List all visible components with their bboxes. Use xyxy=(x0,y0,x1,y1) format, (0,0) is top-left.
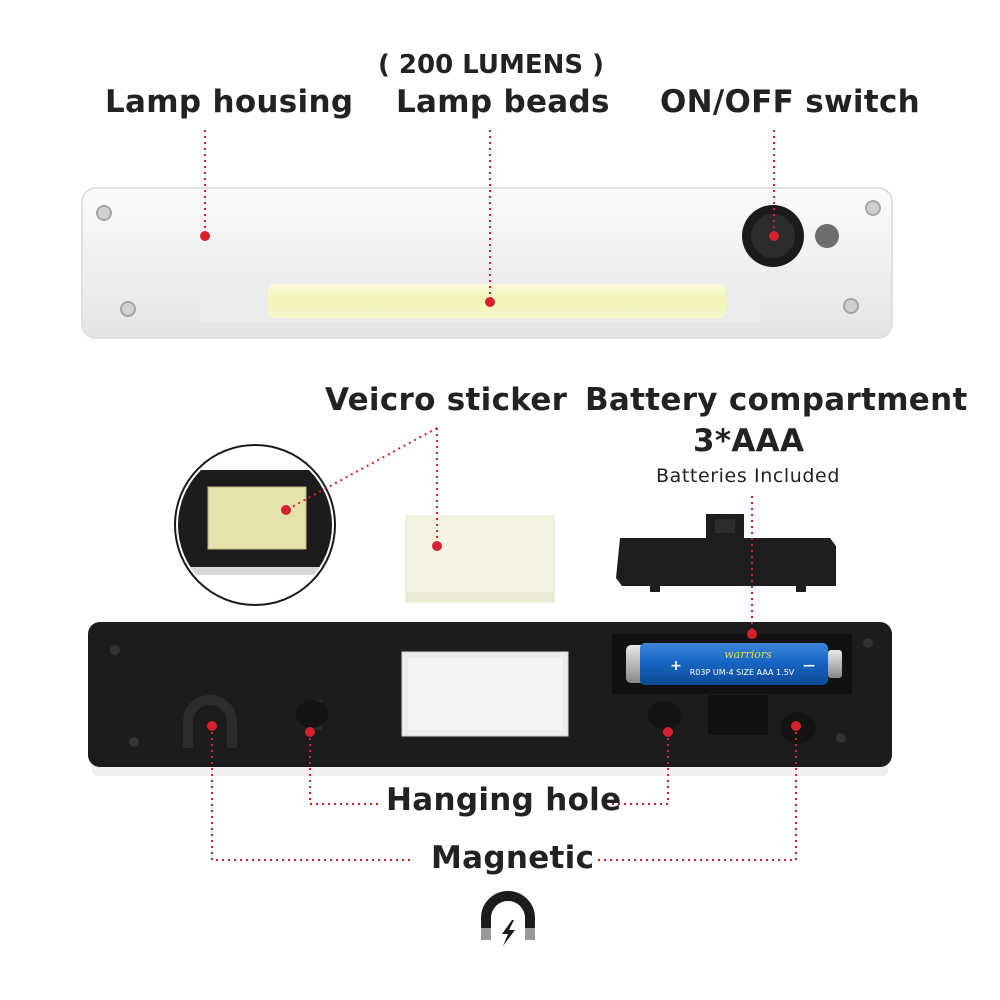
back-panel: warriors R03P UM-4 SIZE AAA 1.5V + — xyxy=(88,622,892,776)
battery-plus: + xyxy=(670,658,682,674)
velcro-zoom-circle xyxy=(174,444,336,606)
lumens-label: ( 200 LUMENS ) xyxy=(378,50,605,80)
screw-icon xyxy=(843,298,859,314)
on-off-switch-label: ON/OFF switch xyxy=(660,84,920,120)
battery-count-label: 3*AAA xyxy=(693,423,805,459)
screw-icon xyxy=(836,733,846,743)
lamp-housing-label: Lamp housing xyxy=(105,84,354,120)
battery-spec: R03P UM-4 SIZE AAA 1.5V xyxy=(690,668,795,677)
magnet-icon xyxy=(481,891,535,946)
velcro-sticker xyxy=(405,515,555,603)
hanging-hole-right xyxy=(648,701,682,729)
screw-icon xyxy=(865,200,881,216)
screw-icon xyxy=(110,645,120,655)
battery-compartment-label: Battery compartment xyxy=(585,382,968,418)
sensor-dot xyxy=(815,224,839,248)
battery-brand: warriors xyxy=(724,648,772,661)
battery-minus: — xyxy=(803,658,815,672)
screw-icon xyxy=(120,301,136,317)
led-strip xyxy=(268,284,726,318)
lamp-housing xyxy=(81,187,893,339)
magnetic-label: Magnetic xyxy=(431,840,595,876)
screw-icon xyxy=(863,638,873,648)
magnet-left xyxy=(183,695,237,748)
lamp-beads-label: Lamp beads xyxy=(396,84,610,120)
battery-cover xyxy=(616,514,836,592)
leader-lines xyxy=(204,130,797,861)
battery xyxy=(640,643,828,685)
leader-dots xyxy=(200,231,801,737)
velcro-sticker-label: Veicro sticker xyxy=(325,382,568,418)
batteries-included-label: Batteries Included xyxy=(656,465,841,487)
hanging-hole-label: Hanging hole xyxy=(386,782,622,818)
lightning-icon xyxy=(502,920,515,946)
screw-icon xyxy=(96,205,112,221)
screw-icon xyxy=(129,737,139,747)
